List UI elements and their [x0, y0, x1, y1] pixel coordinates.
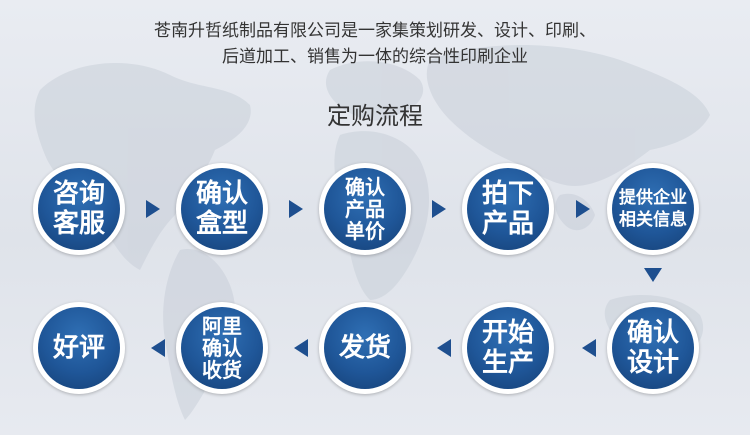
arrow-right-icon	[289, 200, 303, 218]
arrow-left-icon	[294, 339, 308, 357]
arrow-right-icon	[432, 200, 446, 218]
step-confirm-unit-price: 确认 产品 单价	[319, 163, 411, 255]
step-label: 确认 设计	[626, 318, 679, 378]
step-provide-company-info: 提供企业 相关信息	[607, 163, 699, 255]
arrow-left-icon	[582, 339, 596, 357]
arrow-right-icon	[576, 200, 590, 218]
intro-line-1: 苍南升哲纸制品有限公司是一家集策划研发、设计、印刷、	[154, 21, 596, 41]
step-label: 阿里 确认 收货	[202, 314, 242, 382]
step-confirm-design: 确认 设计	[607, 302, 699, 394]
step-label: 开始 生产	[481, 318, 534, 378]
arrow-down-icon	[644, 268, 662, 282]
section-title: 定购流程	[327, 102, 423, 130]
step-label: 确认 产品 单价	[345, 175, 385, 243]
company-intro: 苍南升哲纸制品有限公司是一家集策划研发、设计、印刷、 后道加工、销售为一体的综合…	[0, 18, 750, 70]
step-good-review: 好评	[33, 302, 125, 394]
step-start-production: 开始 生产	[462, 302, 554, 394]
step-label: 确认 盒型	[195, 179, 248, 239]
arrow-right-icon	[146, 200, 160, 218]
step-label: 好评	[52, 333, 105, 363]
arrow-left-icon	[151, 339, 165, 357]
intro-line-2: 后道加工、销售为一体的综合性印刷企业	[222, 47, 528, 67]
step-consult-service: 咨询 客服	[33, 163, 125, 255]
step-ali-confirm-receipt: 阿里 确认 收货	[176, 302, 268, 394]
step-label: 发货	[338, 333, 391, 363]
step-label: 提供企业 相关信息	[619, 188, 687, 230]
step-place-order: 拍下 产品	[462, 163, 554, 255]
arrow-left-icon	[437, 339, 451, 357]
step-label: 拍下 产品	[481, 179, 534, 239]
step-confirm-box-type: 确认 盒型	[176, 163, 268, 255]
step-ship: 发货	[319, 302, 411, 394]
step-label: 咨询 客服	[52, 179, 105, 239]
